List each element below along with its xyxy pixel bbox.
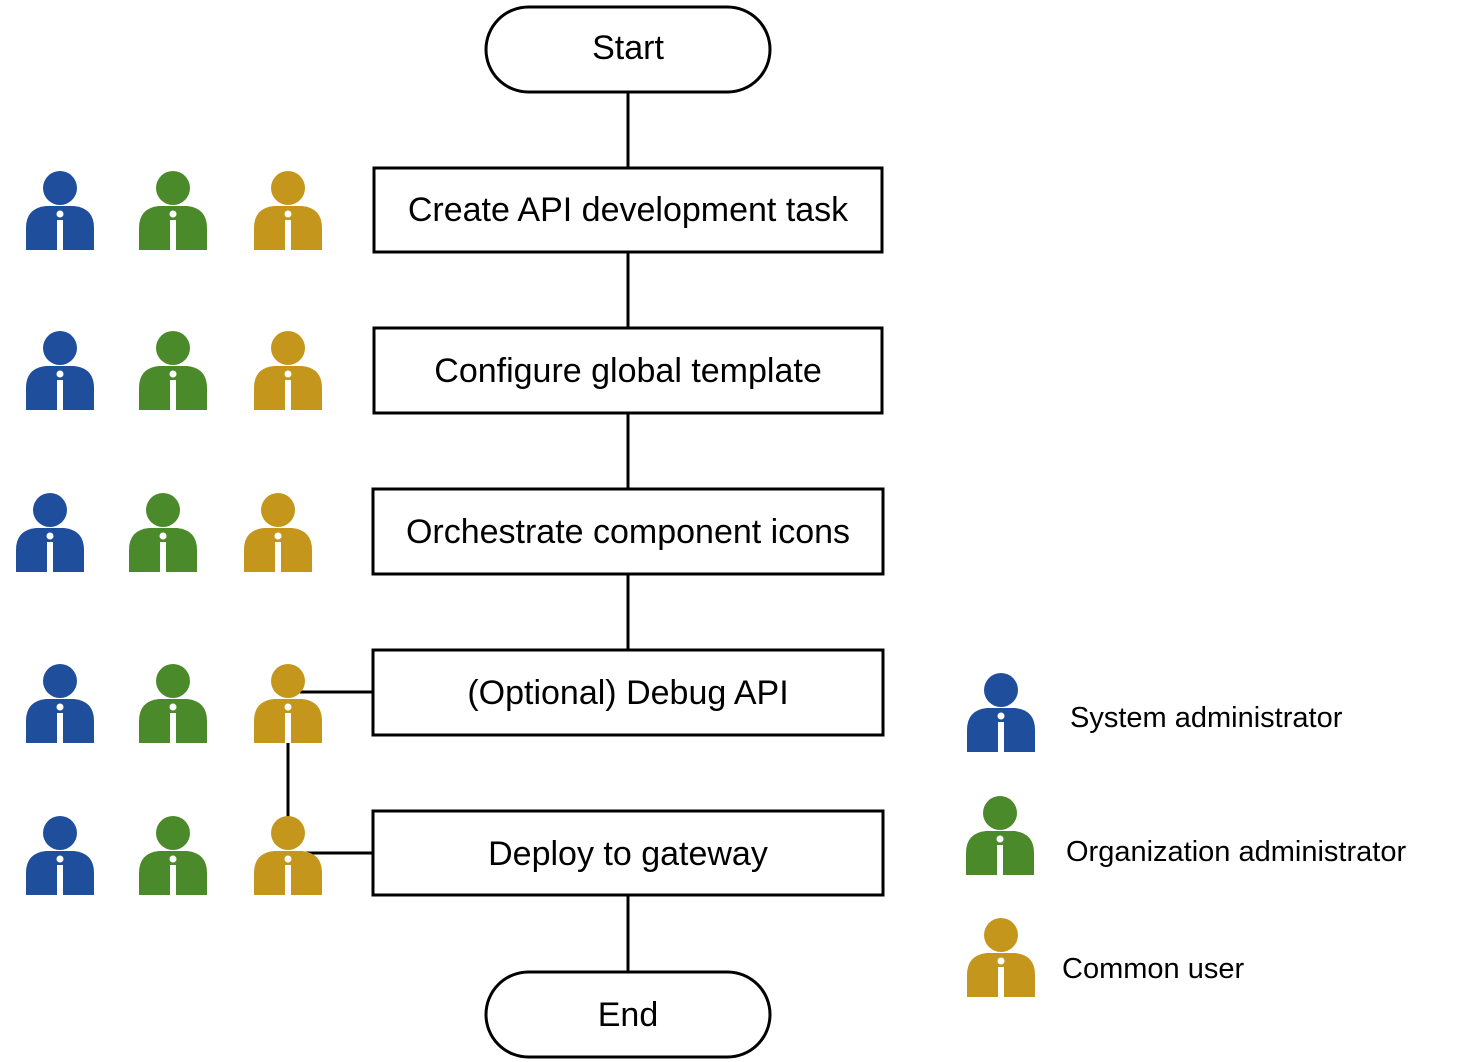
common-user-icon [254, 171, 322, 250]
start-terminal: Start [484, 5, 772, 94]
common-user-icon [254, 816, 322, 895]
legend-common-user-icon [967, 918, 1035, 997]
system-admin-icon [26, 816, 94, 895]
legend-label-system-admin: System administrator [1070, 702, 1343, 734]
end-label: End [598, 996, 659, 1034]
org-admin-icon [139, 171, 207, 250]
step-label: Create API development task [408, 191, 849, 229]
connector-lines [286, 92, 630, 972]
org-admin-icon [139, 331, 207, 410]
legend-label-common-user: Common user [1062, 953, 1244, 985]
step-label: Configure global template [434, 352, 821, 390]
step-label: Orchestrate component icons [406, 513, 850, 551]
legend-label-org-admin: Organization administrator [1066, 836, 1406, 868]
system-admin-icon [26, 331, 94, 410]
role-icons [16, 171, 322, 895]
legend-system-admin-icon [967, 673, 1035, 752]
common-user-icon [244, 493, 312, 572]
step-2: Configure global template [372, 326, 884, 415]
common-user-icon [254, 664, 322, 743]
start-label: Start [592, 29, 664, 67]
step-1: Create API development task [372, 166, 884, 254]
legend: System administrator Organization admini… [966, 673, 1406, 997]
step-label: (Optional) Debug API [467, 674, 788, 712]
system-admin-icon [26, 664, 94, 743]
step-3: Orchestrate component icons [371, 487, 885, 576]
system-admin-icon [16, 493, 84, 572]
org-admin-icon [129, 493, 197, 572]
legend-icons [966, 673, 1035, 997]
org-admin-icon [139, 664, 207, 743]
legend-org-admin-icon [966, 796, 1034, 875]
common-user-icon [254, 331, 322, 410]
step-5: Deploy to gateway [371, 809, 885, 897]
org-admin-icon [139, 816, 207, 895]
end-terminal: End [484, 970, 772, 1059]
system-admin-icon [26, 171, 94, 250]
step-4: (Optional) Debug API [371, 648, 885, 737]
step-label: Deploy to gateway [488, 835, 768, 873]
